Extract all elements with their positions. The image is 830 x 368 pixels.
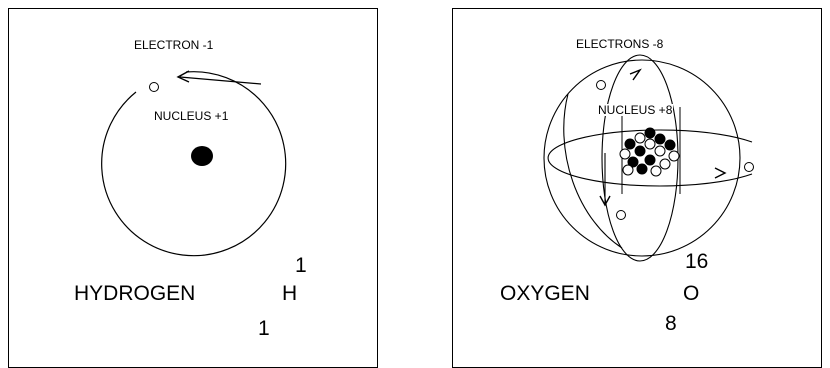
oxygen-electron-1 — [596, 80, 606, 90]
neutron — [659, 158, 671, 170]
oxygen-nucleus — [619, 127, 680, 177]
neutron — [668, 150, 680, 162]
oxygen-atom-diagram — [543, 54, 754, 262]
oxygen-symbol: O — [683, 282, 700, 305]
hydrogen-electron-label: ELECTRON -1 — [134, 38, 214, 52]
hydrogen-nucleus — [191, 146, 213, 166]
proton — [636, 163, 648, 175]
neutron — [619, 148, 631, 160]
hydrogen-electron — [149, 82, 159, 92]
proton — [627, 156, 639, 168]
oxygen-panel: ELECTRONS -8 NUCLEUS +8 16 OXYGEN O 8 — [452, 8, 822, 368]
oxygen-element-name: OXYGEN — [500, 282, 590, 305]
neutron — [622, 164, 634, 176]
neutron — [650, 165, 662, 177]
oxygen-nucleus-box — [621, 107, 681, 194]
hydrogen-atomic-number: 1 — [258, 317, 270, 340]
oxygen-top-arrowhead — [629, 68, 642, 81]
oxygen-mass-number: 16 — [685, 250, 709, 273]
oxygen-nucleus-label: NUCLEUS +8 — [597, 103, 674, 117]
oxygen-horizontal-orbit — [547, 129, 753, 187]
oxygen-sphere — [543, 59, 741, 257]
proton — [664, 139, 676, 151]
proton — [644, 127, 656, 139]
oxygen-down-arrowhead — [599, 195, 611, 207]
hydrogen-atom-diagram — [101, 70, 287, 257]
hydrogen-arrowhead — [176, 70, 190, 83]
hydrogen-orbit — [101, 71, 287, 257]
neutron — [634, 132, 646, 144]
hydrogen-symbol: H — [282, 282, 298, 305]
oxygen-electron-3 — [616, 210, 626, 220]
oxygen-electron-2 — [744, 162, 754, 172]
hydrogen-nucleus-label: NUCLEUS +1 — [154, 109, 229, 123]
oxygen-vertical-orbit — [601, 54, 679, 262]
proton — [644, 154, 656, 166]
hydrogen-mass-number: 1 — [295, 254, 307, 277]
oxygen-horizontal-arrowhead — [714, 167, 727, 179]
oxygen-tilted-orbit — [563, 93, 623, 249]
oxygen-atomic-number: 8 — [665, 312, 677, 335]
neutron — [644, 138, 656, 150]
hydrogen-panel: ELECTRON -1 NUCLEUS +1 1 HYDROGEN H 1 — [8, 8, 378, 368]
proton — [634, 145, 646, 157]
hydrogen-orbit-arrow — [179, 76, 262, 85]
oxygen-electron-label: ELECTRONS -8 — [576, 37, 664, 51]
proton — [654, 133, 666, 145]
neutron — [654, 145, 666, 157]
hydrogen-element-name: HYDROGEN — [74, 282, 196, 305]
proton — [624, 138, 636, 150]
